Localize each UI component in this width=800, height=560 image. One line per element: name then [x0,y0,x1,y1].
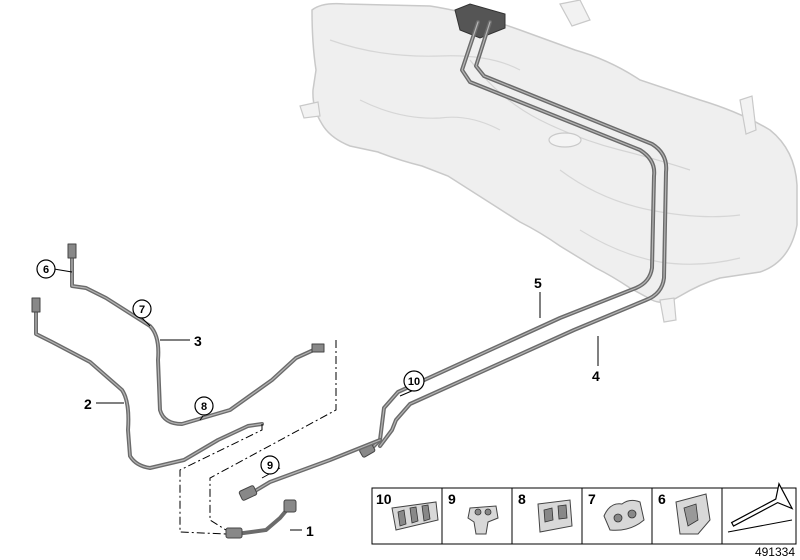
assembly-dashed-outline [179,340,337,535]
legend-item-6: 6 [658,491,711,535]
fuel-tank-mount [559,0,591,27]
pipe-2-highlight [35,303,263,469]
parts-legend: 10 9 8 7 [371,482,797,545]
pipe-end-fitting [311,343,325,353]
arrow-icon [727,482,794,533]
legend-item-8: 8 [518,491,573,533]
clip-7-icon [603,499,645,531]
legend-item-9: 9 [448,491,499,535]
part-1-hose [225,499,297,539]
clip-8-icon [537,499,573,533]
plain-callouts: 1 2 3 4 5 [84,275,600,539]
pipe-3-highlight [71,249,319,425]
circled-callouts: 6 7 8 9 10 [36,259,425,475]
fuel-tank-ridge [329,39,521,71]
legend-item-7: 7 [588,491,645,531]
callout-8-circled: 8 [194,396,214,416]
svg-text:9: 9 [267,460,273,472]
fuel-tank-ridge [359,99,501,131]
fuel-tank-mount [299,101,321,119]
fuel-tank-ridge [579,229,741,265]
pipe-5-highlight [367,21,655,453]
pipe-group-tank [238,20,669,501]
legend-label-6: 6 [658,491,666,507]
callout-7-circled: 7 [132,299,152,319]
pipe-end-fitting [67,243,77,259]
legend-label-10: 10 [376,491,392,507]
svg-text:8: 8 [201,401,207,413]
legend-label-7: 7 [588,491,596,507]
fuel-tank-filler-neck [548,132,582,148]
svg-text:7: 7 [139,304,145,316]
svg-text:10: 10 [408,376,420,388]
legend-item-10: 10 [376,491,439,531]
callout-9-circled: 9 [260,455,280,475]
leader-lines [53,268,599,531]
legend-label-9: 9 [448,491,456,507]
fuel-tank-mount [659,297,677,323]
callout-2: 2 [84,396,92,412]
callout-3: 3 [194,333,202,349]
reference-number: 491334 [755,545,795,559]
fuel-tank-body [311,2,798,303]
legend-label-8: 8 [518,491,526,507]
fuel-tank-ridge [559,169,741,218]
fuel-tank [299,0,798,323]
clip-9-icon [467,505,499,535]
callout-10-circled: 10 [403,370,425,392]
pipe-4-highlight [379,21,667,447]
pipe-connector [238,485,258,501]
svg-text:6: 6 [43,264,49,276]
pipe-group-left [31,243,325,470]
callout-4: 4 [592,368,600,384]
clip-10-icon [391,501,439,531]
clip-6-icon [675,493,711,535]
fuel-tank-mount [739,95,757,135]
pipe-end-fitting [31,297,41,313]
callout-6-circled: 6 [36,259,56,279]
pipe-2 [34,302,264,470]
callout-1: 1 [306,523,314,539]
callout-5: 5 [534,275,542,291]
fuel-pump-flange [454,3,506,39]
pipe-front-9-highlight [249,439,381,495]
